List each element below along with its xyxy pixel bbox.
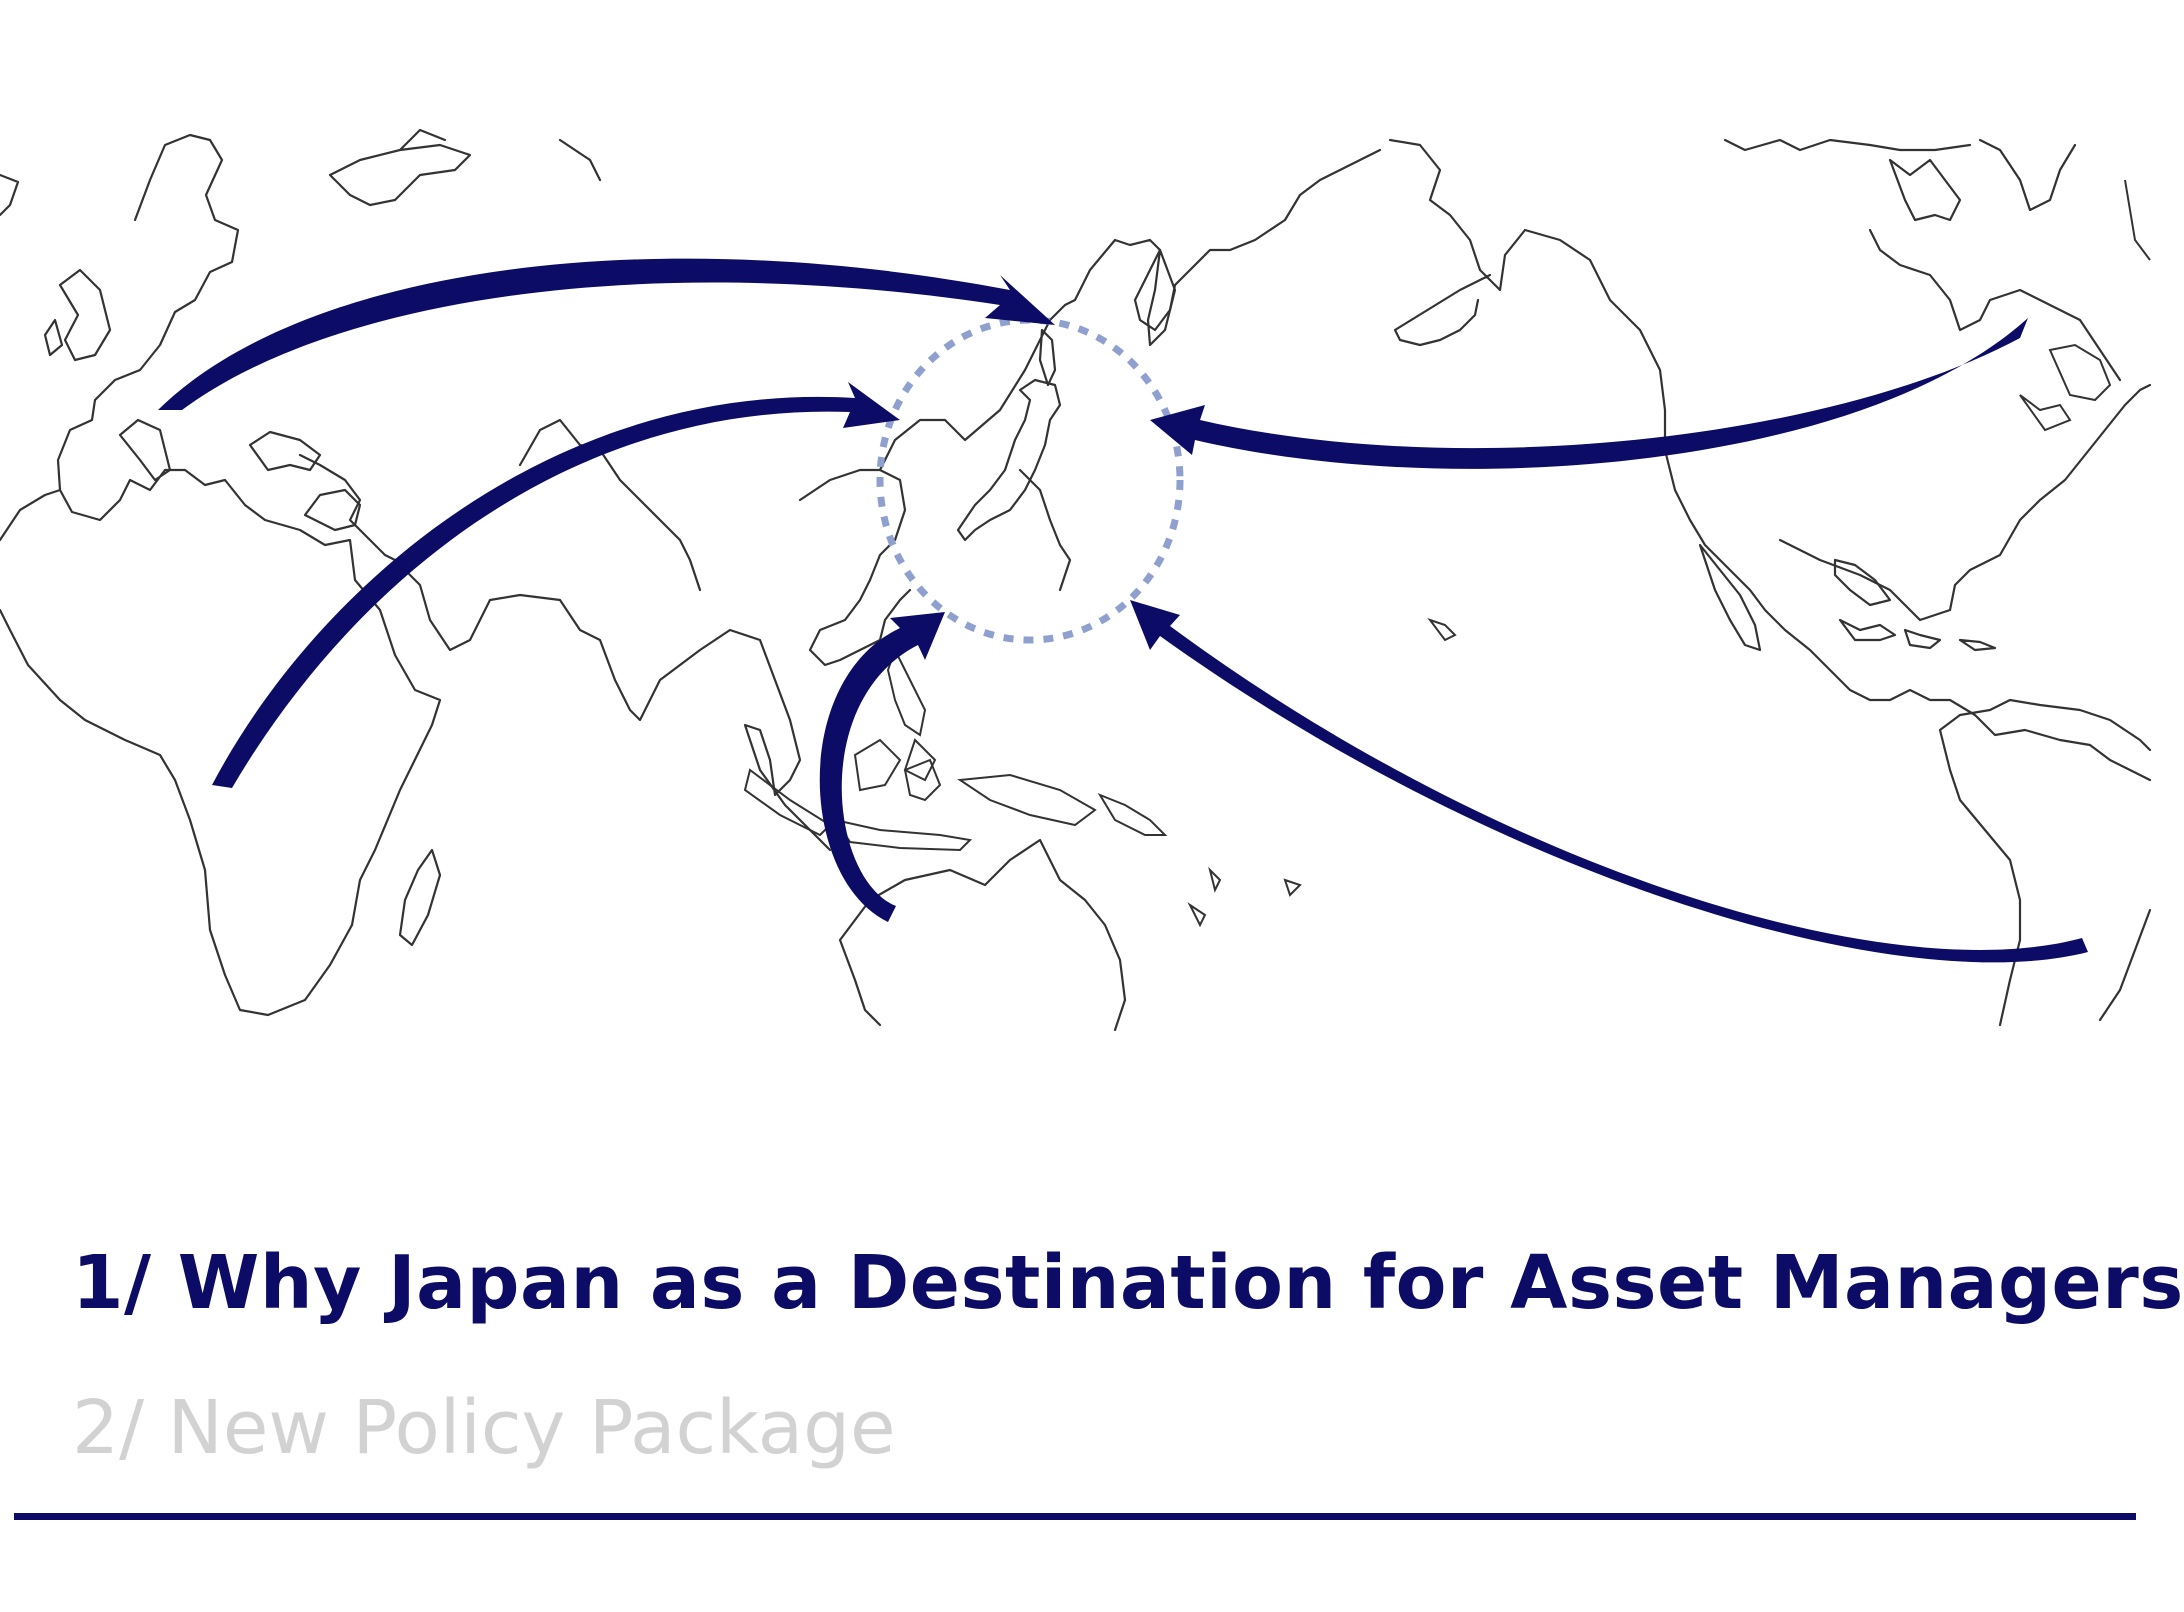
coastline-philippines <box>886 647 937 782</box>
divider-rule <box>14 1513 2136 1520</box>
coastline-scandinavia <box>328 128 602 207</box>
world-map <box>0 128 2152 1032</box>
inbound-arrow-icon <box>212 382 900 788</box>
coastline-caribbean <box>1833 558 1997 652</box>
coastline-sakhalin <box>1038 328 1057 387</box>
coastline-indonesia <box>743 738 1168 852</box>
inbound-arrow-icon <box>1130 600 2088 963</box>
agenda-item-active: 1/ Why Japan as a Destination for Asset … <box>72 1240 2184 1326</box>
japan-highlight-ring-icon <box>876 316 1184 644</box>
coastline-australia <box>838 838 1127 1032</box>
coastline-pacific-islands <box>1187 618 1457 928</box>
coastline-europe-africa <box>0 133 442 1017</box>
inbound-arrow-icon <box>1150 318 2028 469</box>
coastline-asia <box>298 148 1382 852</box>
coastline-japan <box>956 378 1062 542</box>
coastline-south-america <box>1938 698 2152 1027</box>
inbound-arrow-icon <box>158 258 1055 410</box>
coastline-madagascar <box>398 848 442 947</box>
inbound-arrow-icon <box>819 612 945 922</box>
coastline-kamchatka <box>1146 248 1177 347</box>
agenda-item-inactive: 2/ New Policy Package <box>72 1385 896 1471</box>
coastline-greenland-islands <box>2019 179 2151 432</box>
